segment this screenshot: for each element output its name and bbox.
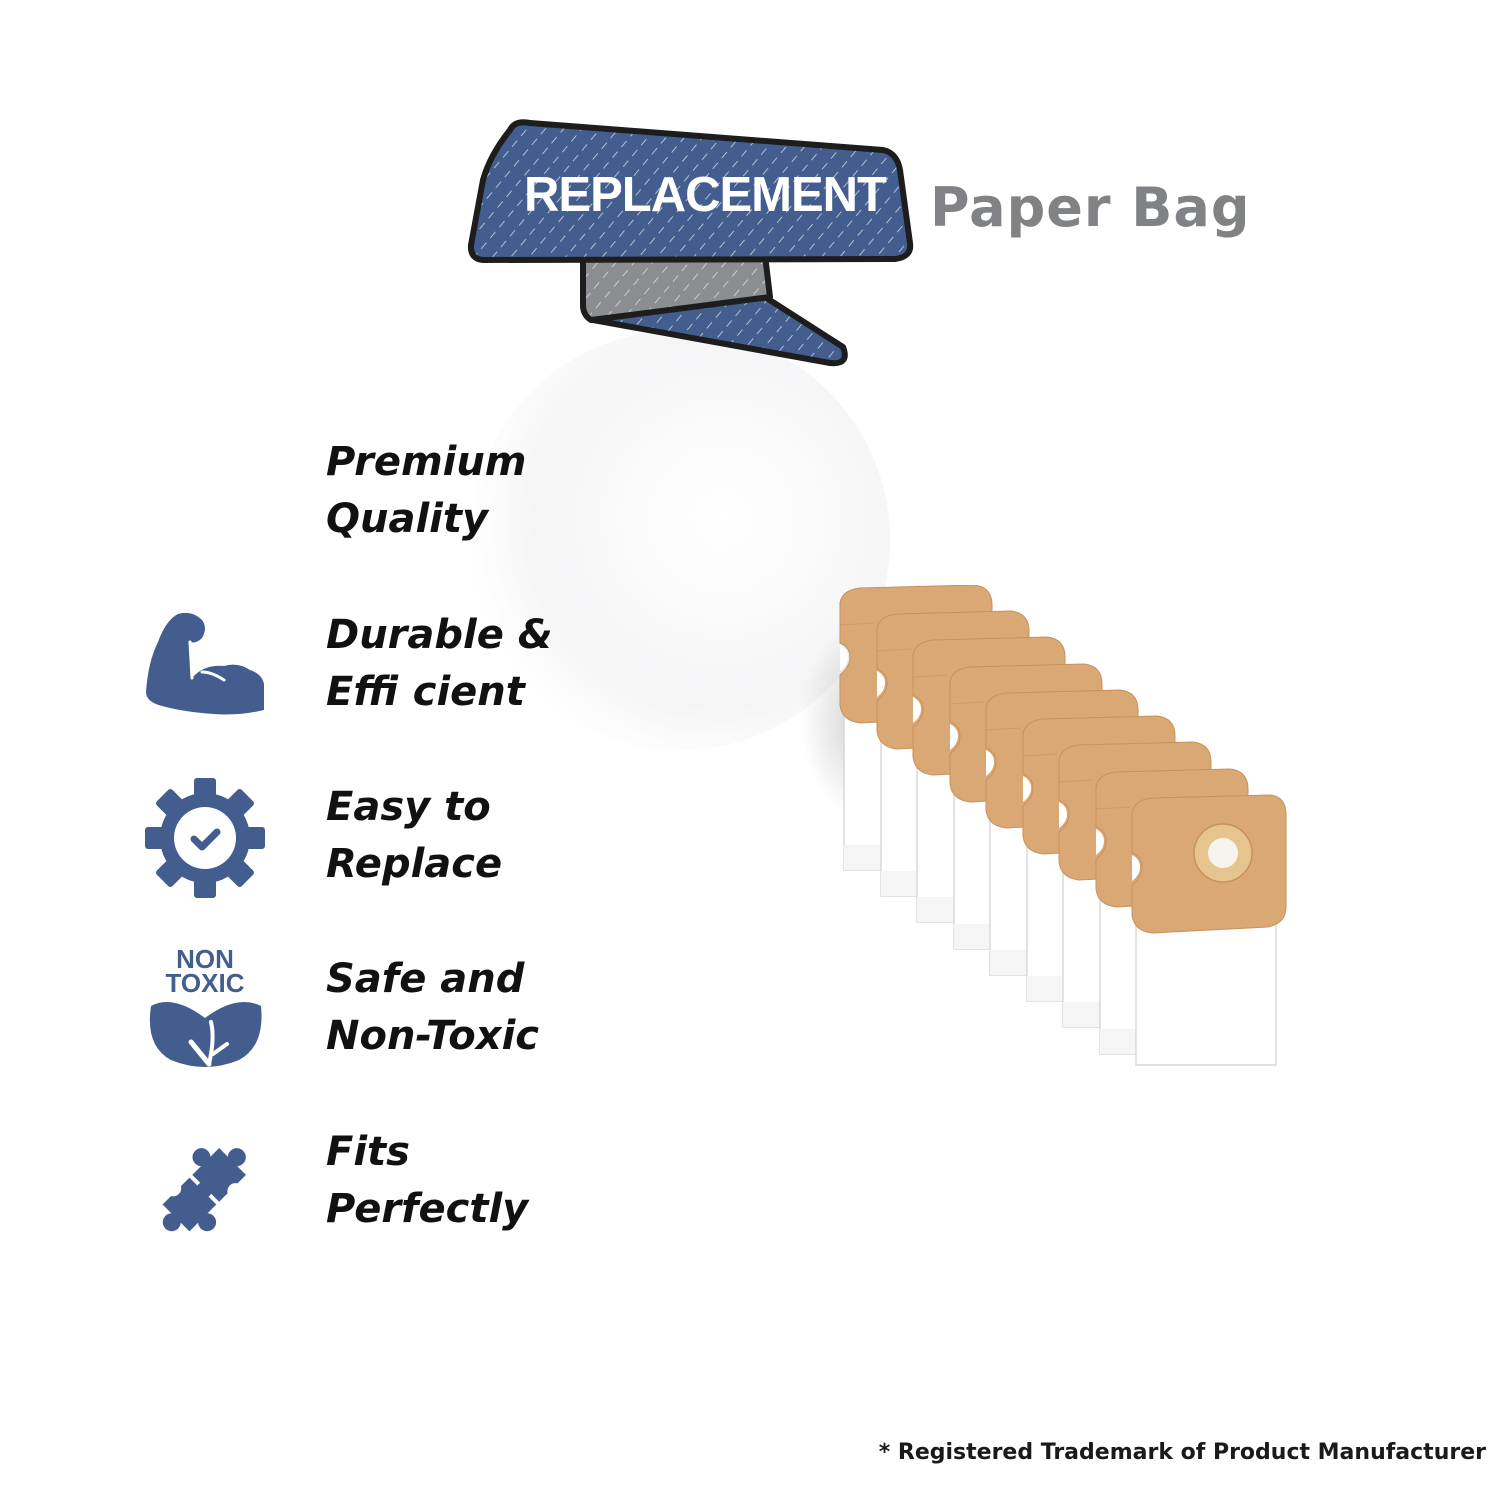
trademark-footnote: * Registered Trademark of Product Manufa… <box>878 1440 1486 1465</box>
feature-label: Safe and Non-Toxic <box>326 956 539 1059</box>
background-glow <box>470 330 890 750</box>
non-toxic-leaf-icon: NON TOXIC <box>140 943 270 1073</box>
product-image-bag-stack <box>830 584 1290 1070</box>
feature-safe-non-toxic: NON TOXIC Safe and Non-Toxic <box>140 946 620 1081</box>
feature-label: Fits Perfectly <box>326 1129 529 1232</box>
feature-label: Premium Quality <box>326 439 527 542</box>
gear-check-icon <box>140 773 270 903</box>
feature-premium-quality: Premium Quality <box>140 434 620 564</box>
replacement-banner: REPLACEMENT <box>465 115 925 370</box>
svg-text:TOXIC: TOXIC <box>166 968 245 998</box>
feature-durable-efficient: Durable & Effi cient <box>140 607 620 737</box>
subtitle: Paper Bag <box>930 176 1251 239</box>
ribbon-banner-graphic <box>467 119 914 367</box>
feature-label: Durable & Effi cient <box>326 612 553 715</box>
feature-easy-to-replace: Easy to Replace <box>140 778 620 909</box>
feature-label: Easy to Replace <box>326 784 503 887</box>
banner-label: REPLACEMENT <box>524 168 887 222</box>
flexed-arm-icon <box>140 599 270 729</box>
feature-fits-perfectly: Fits Perfectly <box>140 1124 620 1254</box>
puzzle-icon <box>140 1124 270 1254</box>
svg-text:NON: NON <box>176 946 234 974</box>
